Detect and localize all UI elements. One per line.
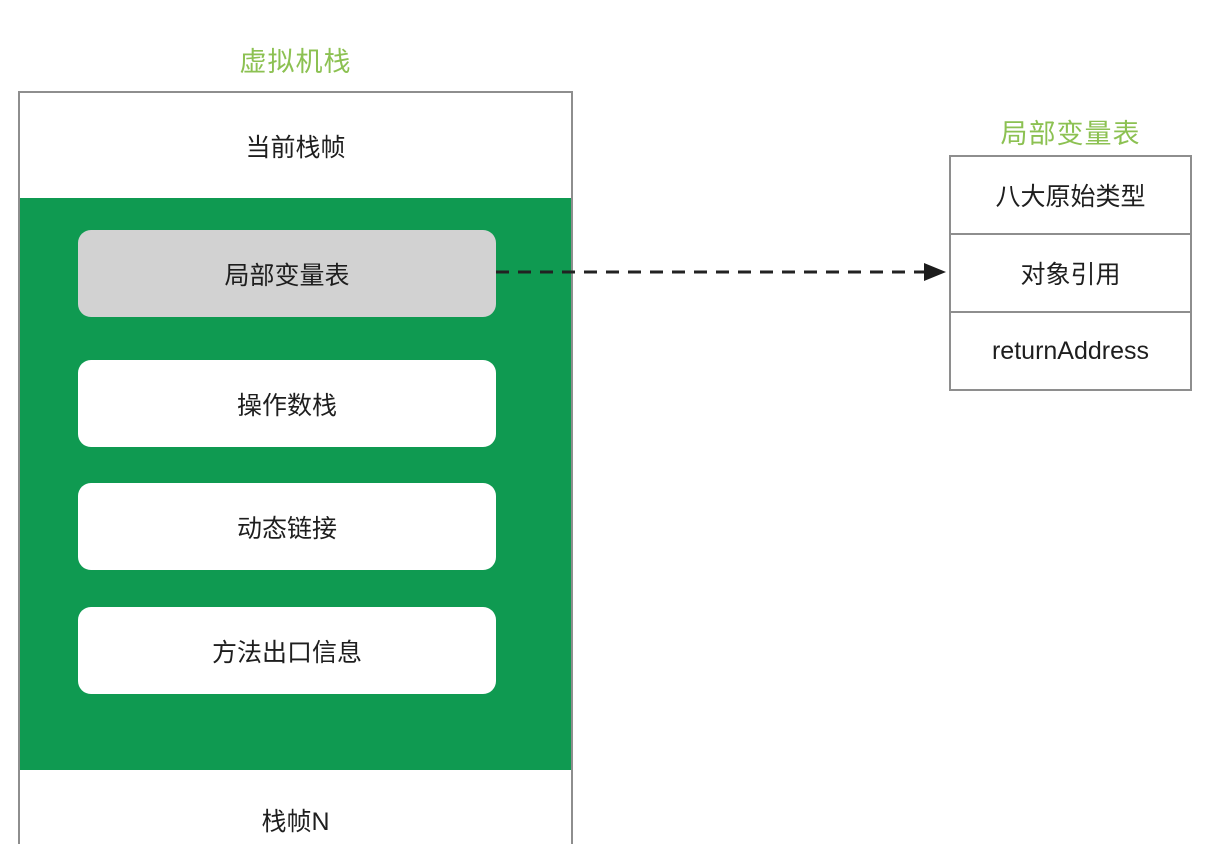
current-frame-body: 局部变量表 操作数栈 动态链接 方法出口信息 bbox=[20, 198, 571, 770]
dashed-arrow-connector bbox=[496, 263, 946, 281]
vm-stack-title: 虚拟机栈 bbox=[239, 47, 352, 77]
local-variable-table: 八大原始类型 对象引用 returnAddress bbox=[949, 155, 1192, 391]
table-row-primitive-types: 八大原始类型 bbox=[995, 183, 1146, 211]
table-row-object-reference: 对象引用 bbox=[951, 233, 1190, 311]
frame-box-method-exit-info: 方法出口信息 bbox=[78, 607, 496, 694]
frame-box-dynamic-linking: 动态链接 bbox=[78, 483, 496, 570]
bottom-frame-label: 栈帧N bbox=[20, 783, 571, 844]
arrowhead-icon bbox=[924, 263, 946, 281]
vm-stack-box: 当前栈帧 局部变量表 操作数栈 动态链接 方法出口信息 栈帧N bbox=[18, 91, 573, 844]
local-variable-table-title: 局部变量表 bbox=[1000, 119, 1141, 149]
table-row-return-address: returnAddress bbox=[951, 311, 1190, 389]
frame-box-operand-stack: 操作数栈 bbox=[78, 360, 496, 447]
current-frame-label: 当前栈帧 bbox=[245, 133, 346, 162]
frame-box-local-variable-table: 局部变量表 bbox=[78, 230, 496, 317]
